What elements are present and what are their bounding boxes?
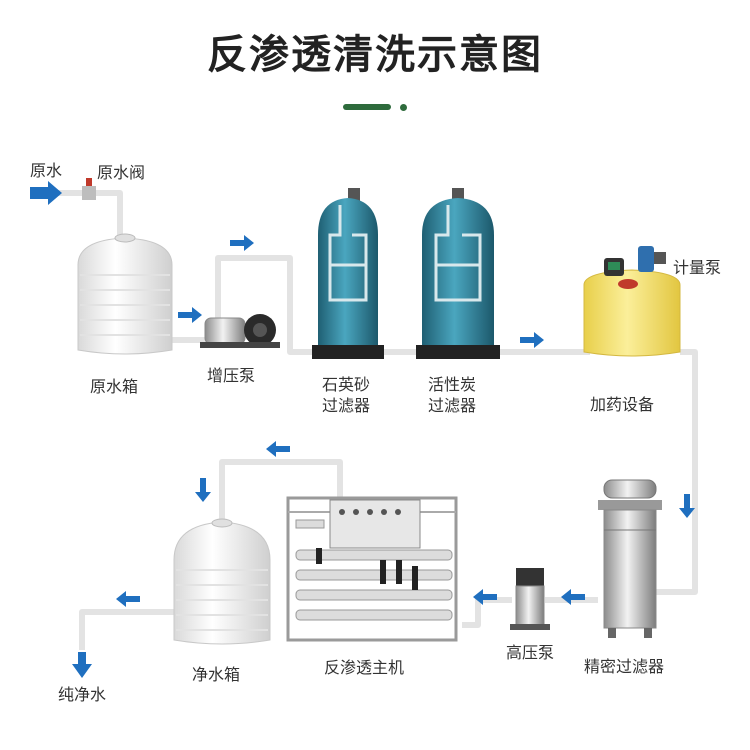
- precision-filter-icon: [598, 479, 662, 638]
- label-raw-water-tank: 原水箱: [90, 377, 139, 396]
- arrow-down-right: [679, 494, 695, 518]
- arrow-down-out: [72, 652, 92, 678]
- sand-filter-icon: [312, 188, 384, 359]
- arrow-to-pump: [178, 307, 202, 323]
- pipe-hp-to-ro: [462, 597, 512, 628]
- label-raw-water-valve: 原水阀: [97, 163, 146, 182]
- arrow-down-clean: [195, 478, 211, 502]
- arrow-left-hp: [473, 589, 497, 605]
- pipe-clean-out: [79, 609, 178, 650]
- arrow-raw-in: [30, 181, 62, 205]
- high-pressure-pump-icon: [510, 568, 550, 630]
- label-booster-pump: 增压泵: [207, 366, 256, 385]
- label-carbon-filter-1: 活性炭: [428, 375, 477, 394]
- label-sand-filter-1: 石英砂: [322, 375, 371, 394]
- raw-water-tank-icon: [77, 233, 173, 355]
- label-clean-water-tank: 净水箱: [192, 665, 241, 684]
- arrow-top-riser: [230, 235, 254, 251]
- label-carbon-filter-2: 过滤器: [428, 396, 477, 415]
- label-dosing-device: 加药设备: [590, 395, 655, 414]
- dosing-device-icon: [583, 246, 681, 357]
- title-underline-dot: [400, 104, 407, 111]
- pipe-raw-inlet: [55, 190, 123, 240]
- clean-water-tank-icon: [173, 518, 271, 645]
- flow-arrows: [30, 181, 695, 678]
- ro-main-unit-icon: [286, 496, 458, 642]
- page-title: 反渗透清洗示意图: [207, 32, 543, 78]
- label-ro-main-unit: 反渗透主机: [324, 658, 405, 677]
- raw-water-valve-icon: [82, 178, 96, 200]
- booster-pump-icon: [200, 314, 280, 348]
- pipe-ro-to-clean: [219, 459, 343, 520]
- carbon-filter-icon: [416, 188, 500, 359]
- label-high-pressure-pump: 高压泵: [506, 643, 555, 662]
- pipe-dosing-down: [655, 349, 698, 595]
- arrow-left-clean: [116, 591, 140, 607]
- label-sand-filter-2: 过滤器: [322, 396, 371, 415]
- metering-pump-icon: [638, 246, 666, 272]
- pipe-pump-riser: [215, 255, 318, 355]
- label-pure-water-out: 纯净水: [58, 685, 107, 704]
- arrow-left-top: [266, 441, 290, 457]
- label-raw-water-in: 原水: [30, 161, 63, 180]
- arrow-to-dosing: [520, 332, 544, 348]
- label-precision-filter: 精密过滤器: [584, 657, 665, 676]
- label-metering-pump: 计量泵: [673, 258, 722, 277]
- arrow-left-precision: [561, 589, 585, 605]
- title-underline-bar: [343, 104, 391, 110]
